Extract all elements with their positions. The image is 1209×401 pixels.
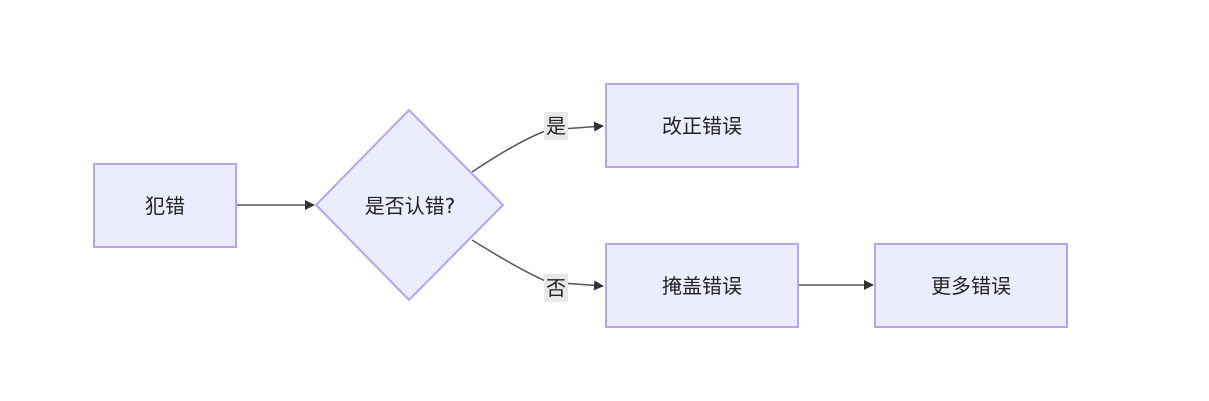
edge-label-no: 否 bbox=[544, 274, 568, 302]
node-decision[interactable]: 是否认错? bbox=[314, 108, 505, 302]
node-fix-label: 改正错误 bbox=[662, 114, 742, 138]
node-more-label: 更多错误 bbox=[931, 274, 1011, 298]
edge-label-yes-text: 是 bbox=[546, 114, 566, 138]
edge-label-no-text: 否 bbox=[546, 276, 566, 300]
node-decision-label: 是否认错? bbox=[365, 194, 456, 218]
node-start[interactable]: 犯错 bbox=[93, 163, 237, 248]
edge-decision-fix bbox=[471, 121, 604, 173]
edge-decision-cover bbox=[471, 239, 604, 291]
node-start-label: 犯错 bbox=[145, 194, 185, 218]
edge-label-yes: 是 bbox=[544, 112, 568, 140]
node-fix[interactable]: 改正错误 bbox=[605, 83, 799, 168]
node-cover[interactable]: 掩盖错误 bbox=[605, 243, 799, 328]
node-cover-label: 掩盖错误 bbox=[662, 274, 742, 298]
node-more[interactable]: 更多错误 bbox=[874, 243, 1068, 328]
